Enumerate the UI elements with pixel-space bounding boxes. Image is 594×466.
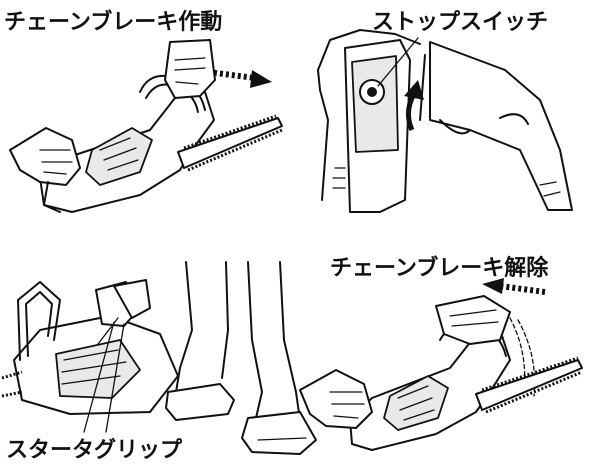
chain-brake-engage-illustration [9, 39, 283, 213]
pull-back-arrow-icon [482, 278, 546, 295]
start-direction-arrow-icon [404, 80, 424, 132]
starter-grip-label: スタータグリップ [6, 438, 183, 463]
starter-grip-illustration [1, 261, 317, 455]
chain-brake-release-label: チェーンブレーキ解除 [330, 256, 549, 281]
forward-push-arrow-icon [207, 69, 272, 88]
chain-brake-engage-label: チェーンブレーキ作動 [4, 10, 223, 35]
chain-brake-release-illustration [299, 278, 583, 451]
stop-switch-label: ストップスイッチ [372, 10, 549, 35]
stop-switch-illustration [317, 29, 573, 213]
